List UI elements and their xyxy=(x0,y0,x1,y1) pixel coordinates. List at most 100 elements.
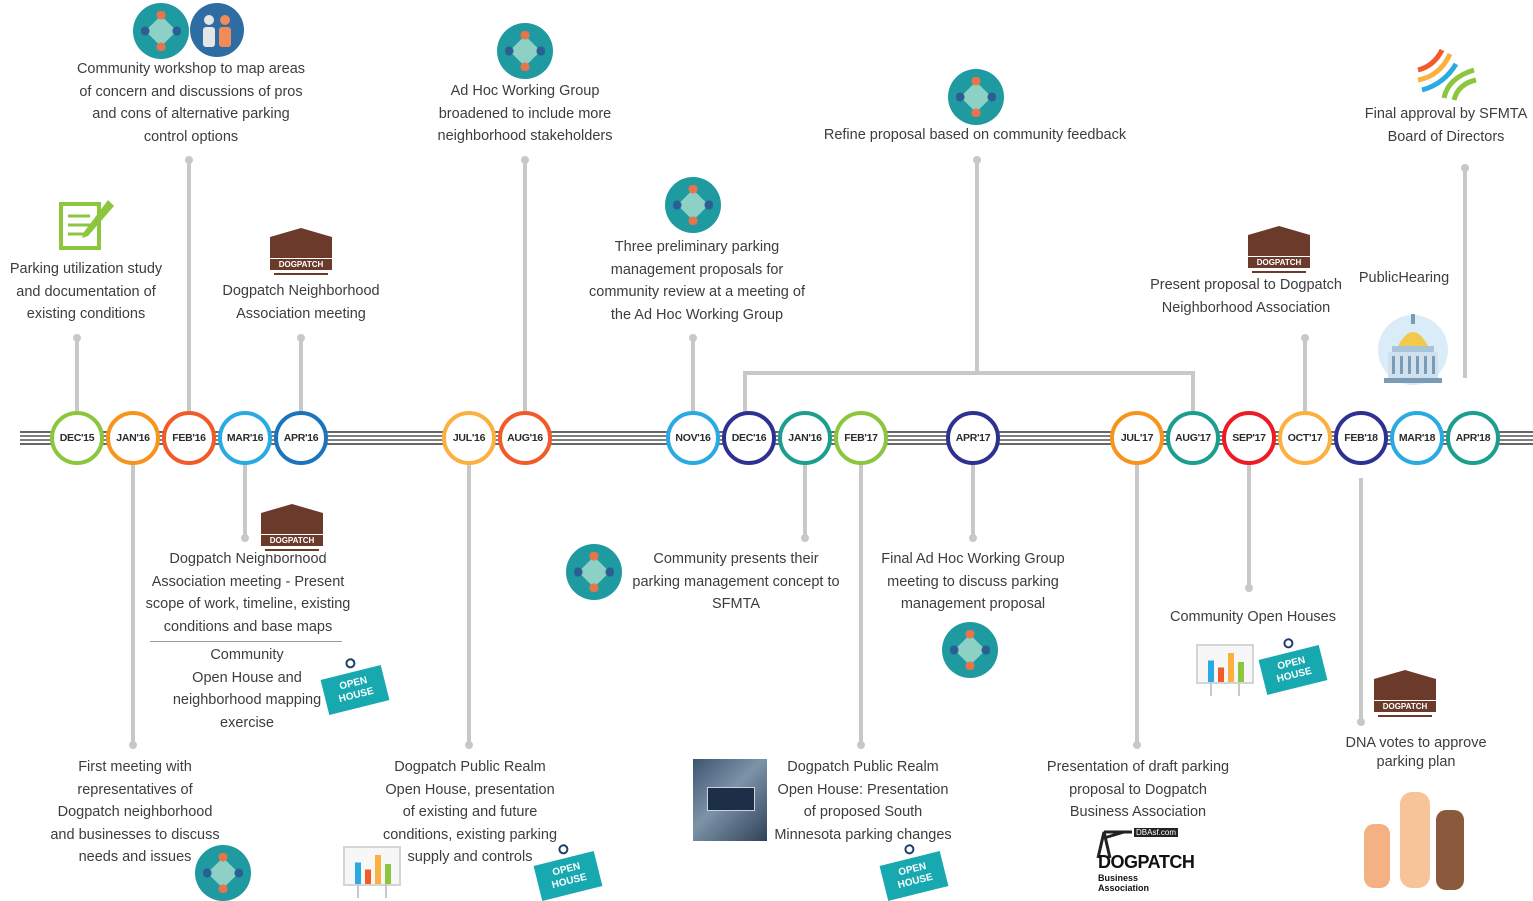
central-waterfront-map-thumbnail xyxy=(693,759,767,841)
timeline-node: APR'18 xyxy=(1446,411,1500,465)
timeline-node: FEB'18 xyxy=(1334,411,1388,465)
timeline-node: MAR'18 xyxy=(1390,411,1444,465)
crane-icon xyxy=(1096,830,1132,858)
timeline-node-label: DEC'16 xyxy=(731,432,767,444)
easel-chart-icon xyxy=(341,842,401,900)
dba-logo-name: DOGPATCH xyxy=(1098,852,1195,872)
timeline-node-label: FEB'18 xyxy=(1344,432,1378,444)
connector-dot xyxy=(1357,718,1365,726)
workshop-table-icon xyxy=(566,544,622,600)
sfmta-logo-icon xyxy=(1414,40,1478,107)
timeline-node: FEB'17 xyxy=(834,411,888,465)
connector-dot xyxy=(689,334,697,342)
event-apr18-text: Final approval by SFMTA Board of Directo… xyxy=(1364,106,1528,145)
timeline-node-label: JUL'16 xyxy=(452,432,486,444)
timeline-node: APR'16 xyxy=(274,411,328,465)
event-dec15-text: Parking utilization study and documentat… xyxy=(9,261,163,322)
event-mar16-text: Dogpatch Neighborhood Association meetin… xyxy=(145,551,351,635)
connector-dot xyxy=(73,334,81,342)
connector-dot xyxy=(969,534,977,542)
connector-dot xyxy=(1301,334,1309,342)
event-feb16-text: Community workshop to map areas of conce… xyxy=(76,61,306,145)
event-aug16-text: Ad Hoc Working Group broadened to includ… xyxy=(437,83,613,144)
timeline-node: JAN'16 xyxy=(778,411,832,465)
workshop-table-icon xyxy=(948,69,1004,125)
clipboard-icon xyxy=(58,198,116,255)
timeline-node: OCT'17 xyxy=(1278,411,1332,465)
event-oct17-text: Present proposal to Dogpatch Neighborhoo… xyxy=(1150,277,1342,316)
timeline-node-label: APR'18 xyxy=(1455,432,1491,444)
raised-hands-icon xyxy=(1362,786,1472,899)
timeline-node: JUL'17 xyxy=(1110,411,1164,465)
timeline-node-label: APR'17 xyxy=(955,432,991,444)
event-jan17-text: Community presents their parking managem… xyxy=(632,551,840,612)
timeline-node: DEC'15 xyxy=(50,411,104,465)
dba-logo-url: DBAsf.com xyxy=(1134,828,1179,837)
connector-dot xyxy=(1461,164,1469,172)
dba-logo-sub: Business Association xyxy=(1098,873,1150,893)
event-public-hearing-text: PublicHearing xyxy=(1358,270,1450,286)
timeline-node-label: NOV'16 xyxy=(675,432,711,444)
event-jan16-text: First meeting with representatives of Do… xyxy=(50,759,220,865)
event-feb17-text: Dogpatch Public Realm Open House: Presen… xyxy=(774,759,952,843)
timeline-node-label: MAR'16 xyxy=(226,432,264,444)
connector-dot xyxy=(297,334,305,342)
timeline-node-label: FEB'16 xyxy=(172,432,206,444)
timeline-node-label: APR'16 xyxy=(283,432,319,444)
connector-dot xyxy=(185,156,193,164)
event-jul16-text: Dogpatch Public Realm Open House, presen… xyxy=(382,759,558,865)
connector-dot xyxy=(801,534,809,542)
people-icon xyxy=(190,3,244,57)
connector-dot xyxy=(465,741,473,749)
timeline-node-label: AUG'17 xyxy=(1175,432,1211,444)
dogpatch-association-logo: DOGPATCH xyxy=(1246,224,1312,276)
event-apr17-text: Final Ad Hoc Working Group meeting to di… xyxy=(881,551,1065,612)
event-mar16-divider xyxy=(150,641,342,642)
timeline-node-label: JAN'16 xyxy=(116,432,150,444)
event-refine-text: Refine proposal based on community feedb… xyxy=(823,127,1127,143)
event-mar16-openhouse-text: Community Open House and neighborhood ma… xyxy=(172,647,322,731)
connector-dot xyxy=(521,156,529,164)
city-hall-icon xyxy=(1376,306,1450,395)
event-feb18-text: DNA votes to approve parking plan xyxy=(1345,735,1487,770)
connector-dot xyxy=(973,156,981,164)
timeline-node-label: JAN'16 xyxy=(788,432,822,444)
event-sep17-text: Community Open Houses xyxy=(1169,609,1336,625)
timeline-node: APR'17 xyxy=(946,411,1000,465)
event-jul17-text: Presentation of draft parking proposal t… xyxy=(1046,759,1230,820)
timeline-node: FEB'16 xyxy=(162,411,216,465)
timeline-node: JUL'16 xyxy=(442,411,496,465)
timeline-node: AUG'16 xyxy=(498,411,552,465)
timeline-node-label: SEP'17 xyxy=(1232,432,1266,444)
timeline-node-label: MAR'18 xyxy=(1398,432,1436,444)
timeline-node: JAN'16 xyxy=(106,411,160,465)
connector-dot xyxy=(1133,741,1141,749)
event-apr16-text: Dogpatch Neighborhood Association meetin… xyxy=(222,283,380,322)
timeline-node: NOV'16 xyxy=(666,411,720,465)
timeline-node-label: FEB'17 xyxy=(844,432,878,444)
timeline-node: AUG'17 xyxy=(1166,411,1220,465)
event-nov16-text: Three preliminary parking management pro… xyxy=(589,239,805,323)
dogpatch-association-logo: DOGPATCH xyxy=(268,226,334,278)
timeline-node: SEP'17 xyxy=(1222,411,1276,465)
timeline-node-label: AUG'16 xyxy=(507,432,543,444)
dogpatch-association-logo: DOGPATCH xyxy=(259,502,325,554)
timeline-node-label: DEC'15 xyxy=(59,432,95,444)
timeline-node-label: OCT'17 xyxy=(1287,432,1323,444)
connector-dot xyxy=(1245,584,1253,592)
dogpatch-business-association-logo: DBAsf.com DOGPATCH Business Association xyxy=(1094,828,1195,893)
bracket-connector xyxy=(743,371,1195,412)
workshop-table-icon xyxy=(665,177,721,233)
workshop-table-icon xyxy=(942,622,998,678)
timeline-node-label: JUL'17 xyxy=(1120,432,1154,444)
connector-dot xyxy=(241,534,249,542)
timeline-node: DEC'16 xyxy=(722,411,776,465)
connector-dot xyxy=(129,741,137,749)
timeline-node: MAR'16 xyxy=(218,411,272,465)
connector-dot xyxy=(857,741,865,749)
workshop-table-icon xyxy=(195,845,251,901)
workshop-table-icon xyxy=(497,23,553,79)
easel-chart-icon xyxy=(1194,640,1254,698)
